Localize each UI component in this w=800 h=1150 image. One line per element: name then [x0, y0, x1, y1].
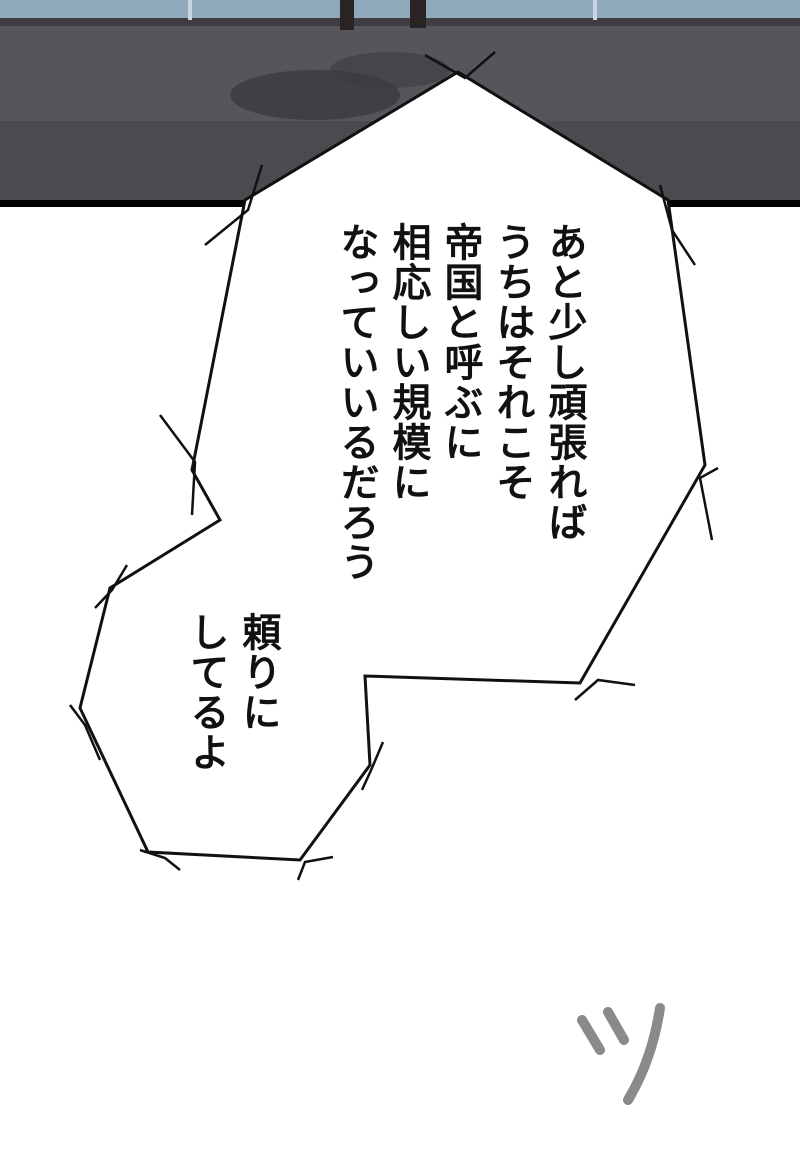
dialogue-line: 頼りに [236, 612, 281, 732]
dialogue-line: あと少し頑張れば [542, 222, 587, 542]
dialogue-line: 帝国と呼ぶに [438, 222, 483, 462]
dialogue-line: なっていいるだろう [334, 222, 379, 582]
bubble-main-text: あと少し頑張れば うちはそれこそ 帝国と呼ぶに 相応しい規模に なっていいるだろ… [330, 222, 590, 602]
comic-panel-scene [0, 0, 800, 1105]
speech-bubble [69, 51, 719, 881]
sfx-strokes [577, 1003, 665, 1105]
dialogue-line: してるよ [184, 612, 229, 772]
bubble-side-text: 頼りに してるよ [180, 612, 284, 812]
dialogue-line: 相応しい規模に [386, 222, 431, 502]
dialogue-line: うちはそれこそ [490, 222, 535, 502]
